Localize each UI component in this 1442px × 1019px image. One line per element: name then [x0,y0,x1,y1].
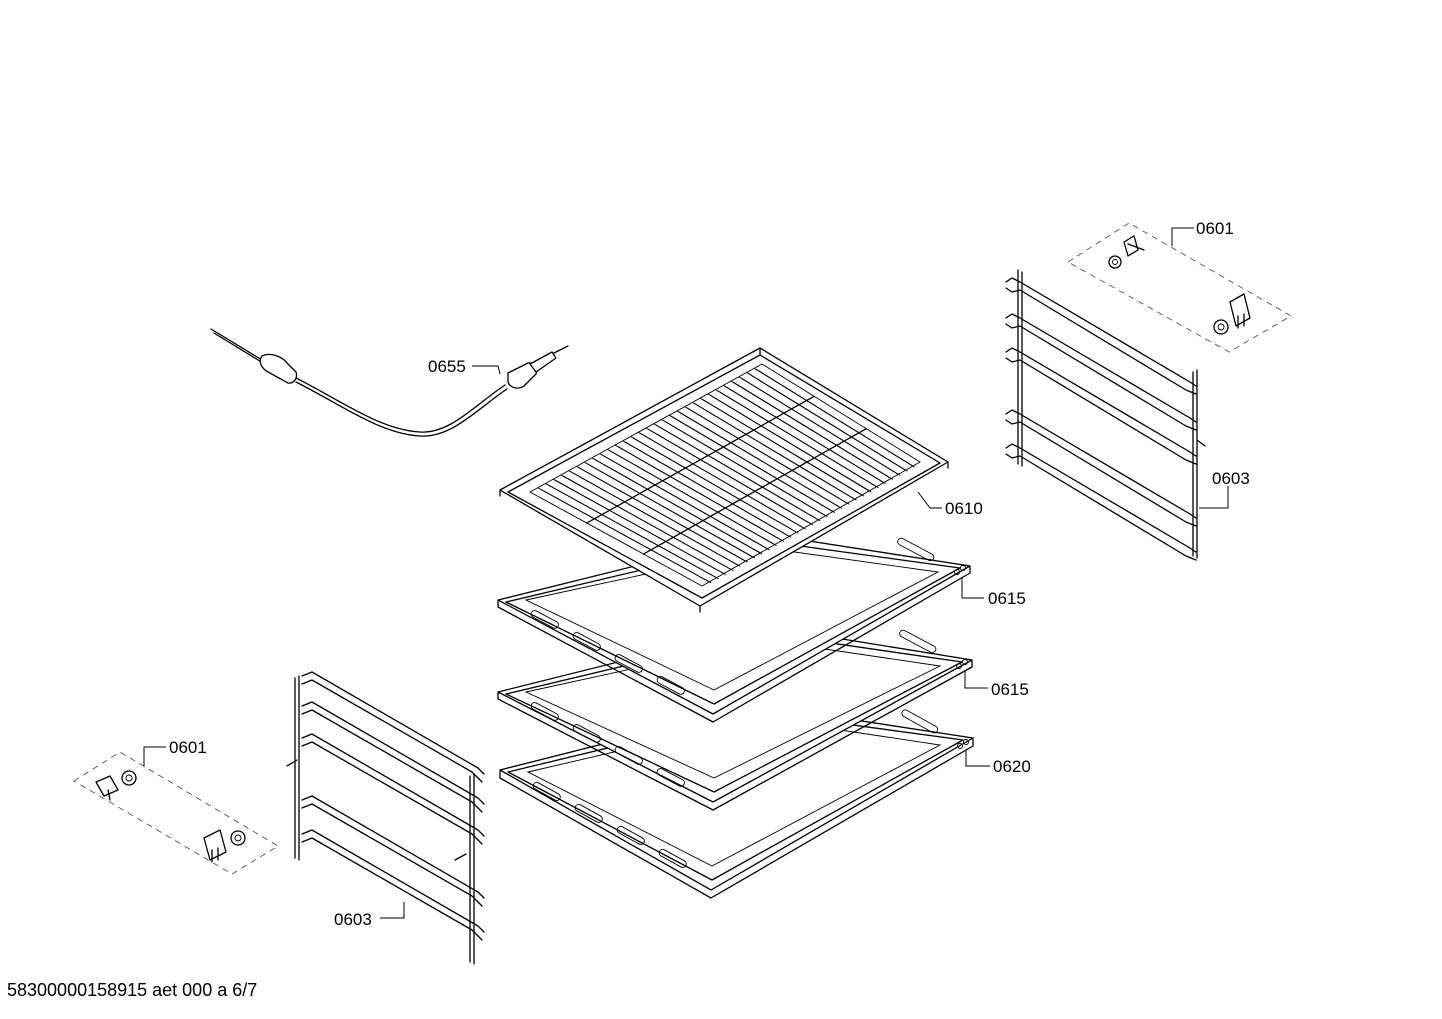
line-art-stroke [302,796,484,898]
line-art-stroke [602,455,770,550]
line-art-stroke [644,429,867,554]
line-art-stroke [1006,288,1196,394]
callout-middle-tray: 0615 [965,670,1029,699]
line-art-stroke [633,438,799,534]
line-art-stroke [702,399,864,496]
line-art-stroke [718,391,879,488]
rack-wire-bars [538,368,915,583]
svg-text:0601: 0601 [1196,219,1234,238]
line-art-stroke [725,386,885,483]
wire-rack-part [500,348,948,612]
svg-text:0601: 0601 [169,738,207,757]
line-art-stroke [710,395,871,492]
left-side-rail-part [287,672,484,964]
callout-right-rail: 0603 [1199,469,1250,508]
line-art-stroke [733,382,893,479]
line-art-stroke [578,467,747,562]
line-art-stroke [302,838,482,940]
line-art-stroke [555,480,726,574]
callout-deep-tray: 0620 [966,750,1031,776]
callout-upper-tray: 0615 [962,578,1026,608]
line-art-stroke [563,476,733,571]
line-art-stroke [687,408,850,505]
line-art-stroke [302,710,482,812]
tray-slots-front [532,709,939,869]
clip-right-a [1109,236,1144,268]
callout-probe: 0655 [428,357,500,376]
line-art-stroke [302,734,484,836]
svg-text:0620: 0620 [993,757,1031,776]
line-art-stroke [1006,278,1196,386]
tray-slots-middle [530,629,937,788]
svg-text:0615: 0615 [991,680,1029,699]
line-art-stroke [302,702,484,804]
clip-right-b [1214,294,1250,334]
line-art-stroke [679,412,842,509]
line-art-stroke [663,420,827,516]
line-art-stroke [756,369,914,467]
svg-text:0655: 0655 [428,357,466,376]
line-art-stroke [1006,420,1196,526]
svg-text:0610: 0610 [945,499,983,518]
line-art-stroke [540,489,712,583]
svg-text:0615: 0615 [988,589,1026,608]
line-art-stroke [648,429,813,525]
line-art-stroke [1006,314,1196,422]
callout-right-clips: 0601 [1172,219,1234,246]
line-art-stroke [1006,444,1196,552]
line-art-stroke [656,425,821,521]
svg-text:0603: 0603 [1212,469,1250,488]
left-clips-part [74,752,278,874]
line-art-stroke [625,442,791,538]
callout-wire-rack: 0610 [918,492,983,518]
line-art-stroke [547,484,718,578]
line-art-stroke [749,374,908,472]
line-art-stroke [587,396,814,523]
line-art-stroke [1006,454,1196,560]
document-code: 58300000158915 aet 000 a 6/7 [7,980,258,1000]
line-art-stroke [609,450,776,545]
meat-probe-part [211,329,568,436]
callout-left-clips: 0601 [144,738,207,766]
line-art-stroke [741,378,900,476]
line-art-stroke [617,446,784,541]
line-art-stroke [1006,324,1196,430]
svg-text:0603: 0603 [334,910,372,929]
line-art-stroke [1006,410,1196,518]
line-art-stroke [1006,358,1196,464]
tray-slots-upper [530,537,935,696]
right-side-rail-part [1006,270,1205,560]
left-rail-runners [302,672,484,940]
line-art-stroke [671,416,835,512]
clip-left-a [96,771,136,800]
line-art-stroke [1006,348,1196,456]
line-art-stroke [302,830,484,932]
right-clips-part [1068,223,1291,352]
clip-left-b [204,830,245,862]
line-art-stroke [302,804,482,906]
callout-left-rail: 0603 [334,902,404,929]
line-art-stroke [586,463,755,558]
line-art-stroke [640,433,805,529]
line-art-stroke [694,403,856,500]
line-art-stroke [302,672,484,774]
line-art-stroke [302,742,482,844]
line-art-stroke [302,680,482,782]
upper-tray-part [498,534,970,722]
line-art-stroke [571,472,741,567]
line-art-stroke [594,459,762,554]
right-rail-runners [1006,278,1196,560]
